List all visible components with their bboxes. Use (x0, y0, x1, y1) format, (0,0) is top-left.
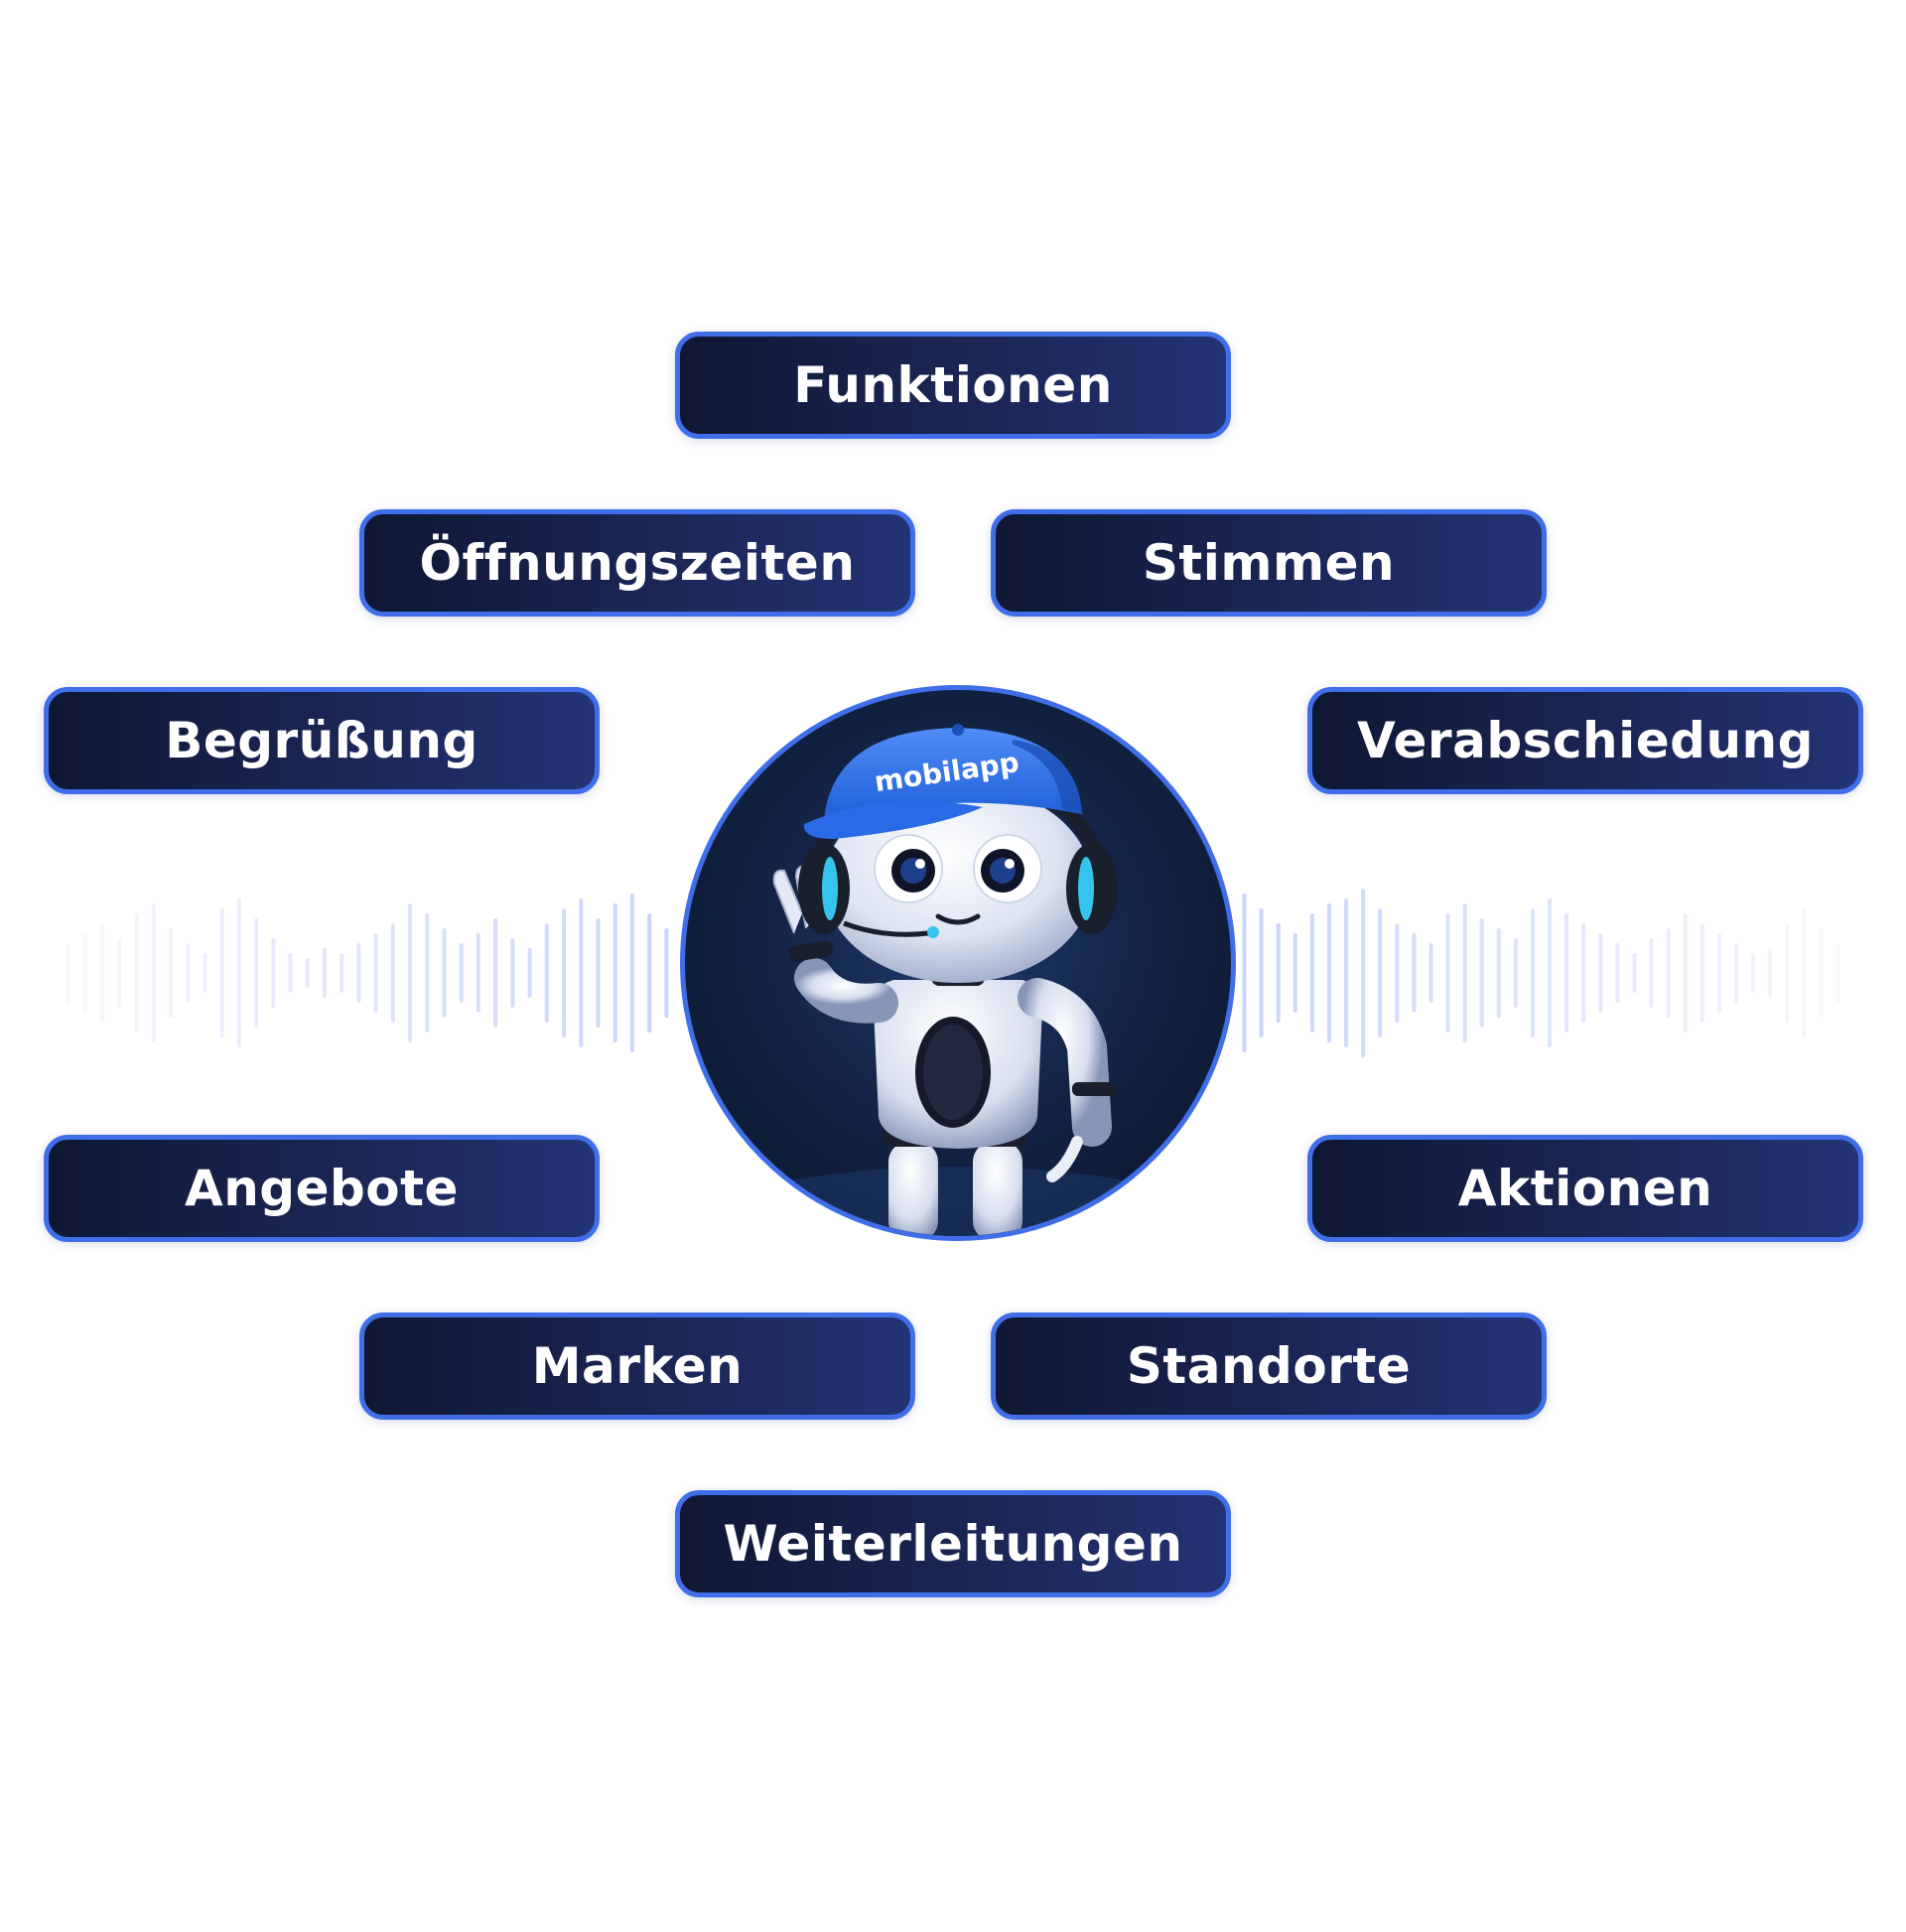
feature-aktionen[interactable]: Aktionen (1307, 1135, 1863, 1242)
waveform-bar (219, 908, 224, 1037)
waveform-bar (1531, 908, 1535, 1037)
waveform-bar (1242, 894, 1247, 1052)
waveform-bar (1819, 928, 1824, 1018)
feature-oeffnungszeiten[interactable]: Öffnungszeiten (359, 509, 915, 617)
waveform-bar (1344, 898, 1348, 1047)
waveform-bar (1309, 913, 1314, 1033)
feature-stimmen[interactable]: Stimmen (991, 509, 1547, 617)
waveform-bar (1378, 908, 1383, 1037)
waveform-bar (186, 943, 191, 1003)
waveform-bar (1649, 938, 1654, 1008)
waveform-bar (596, 918, 601, 1028)
feature-verabschiedung[interactable]: Verabschiedung (1307, 687, 1863, 794)
waveform-bar (322, 948, 327, 998)
feature-marken[interactable]: Marken (359, 1312, 915, 1420)
waveform-bar (288, 953, 293, 993)
waveform-bar (1768, 948, 1773, 998)
waveform-bar (66, 943, 70, 1003)
waveform-bar (408, 903, 413, 1042)
feature-standorte[interactable]: Standorte (991, 1312, 1547, 1420)
waveform-bar (664, 928, 669, 1018)
waveform-bar (442, 928, 447, 1018)
waveform-bar (305, 958, 310, 988)
waveform-bar (1513, 938, 1518, 1008)
waveform-bar (340, 953, 344, 993)
waveform-bar (493, 918, 498, 1028)
waveform-bar (1548, 898, 1552, 1047)
waveform-bar (1395, 923, 1400, 1023)
waveform-bar (1276, 923, 1281, 1023)
waveform-bar (1361, 889, 1366, 1057)
waveform-bar (1751, 953, 1755, 993)
waveform-bar (1581, 923, 1586, 1023)
waveform-bar (1802, 908, 1807, 1037)
waveform-bar (151, 903, 156, 1042)
waveform-bar (1615, 943, 1620, 1003)
waveform-bar (134, 913, 139, 1033)
waveform-bar (1293, 933, 1297, 1013)
waveform-bar (390, 923, 395, 1023)
waveform-bar (356, 943, 361, 1003)
audio-waveform-right (1242, 889, 1840, 1057)
feature-weiterleitungen[interactable]: Weiterleitungen (675, 1490, 1231, 1597)
waveform-bar (562, 908, 567, 1037)
waveform-bar (1734, 943, 1738, 1003)
feature-funktionen[interactable]: Funktionen (675, 332, 1231, 439)
waveform-bar (203, 953, 207, 993)
waveform-bar (254, 918, 259, 1028)
robot-mascot-illustration: mobilapp (700, 724, 1216, 1236)
waveform-bar (1479, 918, 1484, 1028)
waveform-bar (613, 903, 617, 1042)
waveform-bar (1445, 913, 1450, 1033)
waveform-bar (117, 938, 122, 1008)
waveform-bar (1496, 928, 1501, 1018)
waveform-bar (647, 913, 652, 1033)
audio-waveform-left (66, 894, 669, 1052)
waveform-bar (1429, 943, 1433, 1003)
waveform-bar (510, 938, 515, 1008)
waveform-bar (1412, 933, 1417, 1013)
waveform-bar (1462, 903, 1467, 1042)
feature-angebote[interactable]: Angebote (44, 1135, 600, 1242)
waveform-bar (1683, 913, 1688, 1033)
waveform-bar (459, 943, 464, 1003)
waveform-bar (100, 923, 105, 1023)
waveform-bar (373, 933, 378, 1013)
waveform-bar (1785, 923, 1790, 1023)
waveform-bar (544, 923, 549, 1023)
waveform-bar (271, 938, 276, 1008)
waveform-bar (1632, 953, 1637, 993)
waveform-bar (425, 913, 430, 1033)
waveform-bar (1666, 928, 1671, 1018)
robot-mascot-avatar: mobilapp (680, 685, 1236, 1241)
waveform-bar (579, 898, 584, 1047)
waveform-bar (527, 948, 532, 998)
waveform-bar (1716, 933, 1721, 1013)
feature-begruessung[interactable]: Begrüßung (44, 687, 600, 794)
waveform-bar (476, 933, 480, 1013)
waveform-bar (1598, 933, 1603, 1013)
waveform-bar (1565, 913, 1569, 1033)
waveform-bar (168, 928, 173, 1018)
waveform-bar (1836, 943, 1840, 1003)
waveform-bar (236, 898, 241, 1047)
waveform-bar (82, 933, 87, 1013)
waveform-bar (1327, 903, 1331, 1042)
waveform-bar (629, 894, 634, 1052)
waveform-bar (1259, 908, 1264, 1037)
waveform-bar (1700, 923, 1704, 1023)
